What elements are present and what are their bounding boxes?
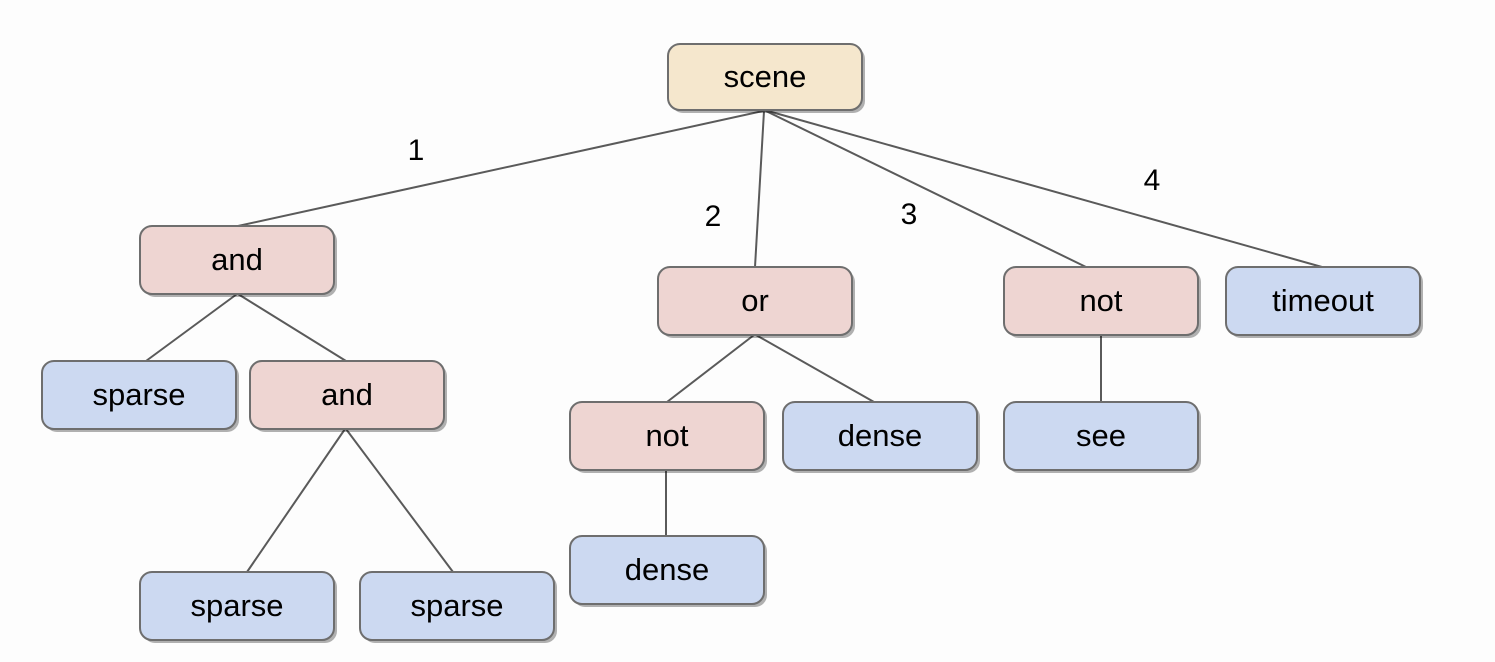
- node-not_r[interactable]: not: [1003, 266, 1201, 338]
- edge-label-4: 4: [1144, 164, 1161, 197]
- edge-scene-to-not_r: [765, 110, 1087, 268]
- node-label: scene: [724, 59, 807, 94]
- node-rect-operator[interactable]: [569, 401, 765, 471]
- nodes-layer: scene and or not timeout sparse and not dense see…: [41, 43, 1423, 643]
- node-label: not: [1079, 283, 1122, 318]
- node-rect-leaf[interactable]: [359, 571, 555, 641]
- node-rect-operator[interactable]: [1003, 266, 1199, 336]
- node-label: sparse: [190, 588, 283, 623]
- node-label: dense: [625, 552, 709, 587]
- node-label: and: [321, 377, 373, 412]
- node-label: sparse: [92, 377, 185, 412]
- node-label: see: [1076, 418, 1126, 453]
- edge-and1-to-and2: [237, 293, 347, 362]
- edge-scene-to-or1: [754, 110, 765, 268]
- node-dense2[interactable]: dense: [569, 535, 767, 607]
- node-sparse1[interactable]: sparse: [41, 360, 239, 432]
- node-label: or: [741, 283, 769, 318]
- node-label: timeout: [1272, 283, 1374, 318]
- node-not_m[interactable]: not: [569, 401, 767, 473]
- node-rect-root[interactable]: [667, 43, 863, 111]
- edge-or1-to-dense1: [755, 334, 875, 403]
- edge-and2-to-sparse2: [246, 428, 346, 573]
- node-rect-operator[interactable]: [139, 225, 335, 295]
- node-see[interactable]: see: [1003, 401, 1201, 473]
- edge-label-2: 2: [705, 200, 722, 233]
- node-rect-operator[interactable]: [657, 266, 853, 336]
- node-rect-leaf[interactable]: [569, 535, 765, 605]
- node-sparse3[interactable]: sparse: [359, 571, 557, 643]
- edge-label-1: 1: [408, 134, 425, 167]
- node-label: not: [645, 418, 688, 453]
- edge-labels-layer: 1 2 3 4: [408, 134, 1161, 233]
- node-scene[interactable]: scene: [667, 43, 865, 113]
- node-timeout[interactable]: timeout: [1225, 266, 1423, 338]
- edge-and1-to-sparse1: [145, 293, 238, 362]
- node-rect-leaf[interactable]: [1003, 401, 1199, 471]
- node-rect-operator[interactable]: [249, 360, 445, 430]
- node-label: and: [211, 242, 263, 277]
- edges-layer: [145, 110, 1323, 573]
- node-rect-leaf[interactable]: [139, 571, 335, 641]
- edge-or1-to-not_m: [666, 334, 755, 403]
- node-and1[interactable]: and: [139, 225, 337, 297]
- edge-and2-to-sparse3: [345, 428, 454, 573]
- node-label: dense: [838, 418, 922, 453]
- node-rect-leaf[interactable]: [1225, 266, 1421, 336]
- node-or1[interactable]: or: [657, 266, 855, 338]
- node-and2[interactable]: and: [249, 360, 447, 432]
- node-label: sparse: [410, 588, 503, 623]
- node-rect-leaf[interactable]: [41, 360, 237, 430]
- node-sparse2[interactable]: sparse: [139, 571, 337, 643]
- node-rect-leaf[interactable]: [782, 401, 978, 471]
- edge-scene-to-timeout: [767, 110, 1323, 268]
- edge-scene-to-and1: [237, 110, 764, 227]
- edge-label-3: 3: [901, 198, 918, 231]
- node-dense1[interactable]: dense: [782, 401, 980, 473]
